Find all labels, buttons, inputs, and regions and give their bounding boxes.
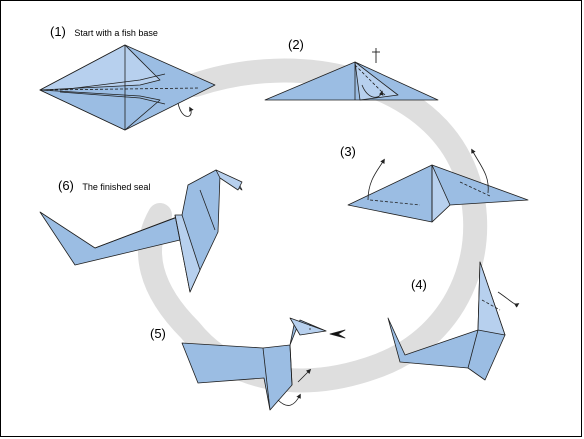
step-3-number: (3) [340, 144, 356, 159]
step-6-label: (6) The finished seal [58, 178, 150, 194]
step2-triangle [264, 48, 439, 101]
step6-finished-seal [39, 169, 243, 293]
step-5-number: (5) [150, 326, 166, 341]
step-4-number: (4) [411, 277, 427, 292]
step-1-label: (1) Start with a fish base [50, 24, 158, 40]
step4-shape [387, 261, 520, 381]
step1-fish-base [39, 44, 216, 131]
step5-shape [181, 317, 346, 411]
step-6-caption: The finished seal [82, 182, 151, 192]
step-1-number: (1) [50, 24, 66, 39]
step-2-number: (2) [288, 37, 304, 52]
step-1-caption: Start with a fish base [74, 28, 158, 38]
step-6-number: (6) [58, 178, 74, 193]
step3-shape [347, 148, 529, 223]
